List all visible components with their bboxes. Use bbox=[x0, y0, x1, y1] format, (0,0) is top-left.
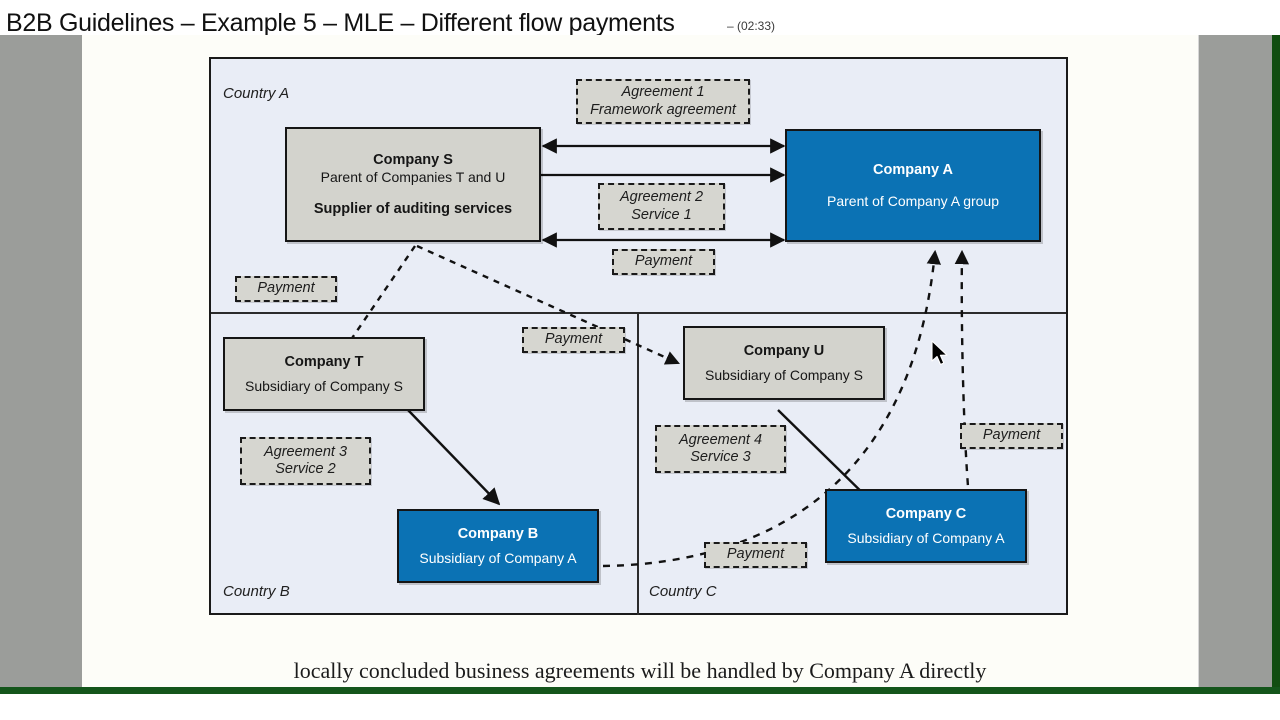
note-agreement-2: Agreement 2 Service 1 bbox=[598, 183, 725, 230]
box-company-c-subtitle: Subsidiary of Company A bbox=[847, 529, 1005, 546]
box-company-c[interactable]: Company C Subsidiary of Company A bbox=[825, 489, 1027, 563]
country-label-b: Country B bbox=[223, 583, 290, 600]
box-company-t-subtitle: Subsidiary of Company S bbox=[245, 377, 403, 394]
box-company-c-title: Company C bbox=[885, 505, 967, 522]
note-agreement-1-line1: Agreement 1 bbox=[621, 84, 705, 101]
box-company-a-title: Company A bbox=[872, 161, 954, 178]
right-green-edge bbox=[1272, 35, 1280, 687]
diagram-frame: Country A Country B Country C bbox=[209, 57, 1068, 615]
note-payment-right: Payment bbox=[960, 423, 1063, 449]
box-company-s-title: Company S bbox=[373, 151, 453, 168]
box-company-u-subtitle: Subsidiary of Company S bbox=[705, 366, 863, 383]
note-payment-mid: Payment bbox=[522, 327, 625, 353]
right-side-pane bbox=[1198, 35, 1273, 687]
box-company-b-subtitle: Subsidiary of Company A bbox=[419, 549, 577, 566]
note-agreement-1: Agreement 1 Framework agreement bbox=[576, 79, 750, 124]
note-payment-left: Payment bbox=[235, 276, 337, 302]
mouse-cursor-icon bbox=[930, 340, 950, 373]
box-company-u[interactable]: Company U Subsidiary of Company S bbox=[683, 326, 885, 400]
note-agreement-4-line2: Service 3 bbox=[690, 449, 751, 465]
box-company-t-title: Company T bbox=[284, 353, 364, 370]
arrow-payment-c-to-a bbox=[954, 249, 971, 500]
note-payment-bottom-line1: Payment bbox=[726, 546, 785, 563]
note-payment-mid-line1: Payment bbox=[544, 331, 603, 348]
note-payment-left-line1: Payment bbox=[257, 280, 315, 297]
note-agreement-4-line1: Agreement 4 bbox=[678, 431, 763, 448]
country-label-a: Country A bbox=[223, 85, 290, 102]
note-payment-top: Payment bbox=[612, 249, 715, 275]
slide-caption: locally concluded business agreements wi… bbox=[293, 658, 987, 683]
note-payment-top-line1: Payment bbox=[634, 253, 693, 270]
bottom-green-bar bbox=[0, 687, 1280, 694]
country-label-c: Country C bbox=[649, 583, 717, 600]
note-agreement-1-line2: Framework agreement bbox=[590, 101, 736, 118]
box-company-u-title: Company U bbox=[743, 342, 825, 359]
note-agreement-2-line1: Agreement 2 bbox=[619, 189, 704, 206]
note-payment-bottom: Payment bbox=[704, 542, 807, 568]
box-company-s[interactable]: Company S Parent of Companies T and U Su… bbox=[285, 127, 541, 242]
timestamp-label: – (02:33) bbox=[727, 19, 776, 33]
box-company-b[interactable]: Company B Subsidiary of Company A bbox=[397, 509, 599, 583]
note-payment-right-line1: Payment bbox=[982, 427, 1041, 444]
box-company-t[interactable]: Company T Subsidiary of Company S bbox=[223, 337, 425, 411]
box-company-s-subtitle: Parent of Companies T and U bbox=[320, 168, 506, 185]
left-side-pane bbox=[0, 35, 82, 687]
page-title: B2B Guidelines – Example 5 – MLE – Diffe… bbox=[6, 9, 675, 37]
note-agreement-3: Agreement 3 Service 2 bbox=[240, 437, 371, 485]
box-company-s-role: Supplier of auditing services bbox=[313, 201, 513, 218]
box-company-a-subtitle: Parent of Company A group bbox=[827, 192, 999, 209]
note-agreement-3-line2: Service 2 bbox=[275, 461, 336, 477]
arrow-service-t-to-b bbox=[407, 409, 501, 506]
note-agreement-4: Agreement 4 Service 3 bbox=[655, 425, 786, 473]
box-company-b-title: Company B bbox=[457, 525, 539, 542]
box-company-a[interactable]: Company A Parent of Company A group bbox=[785, 129, 1041, 242]
divider-vertical bbox=[637, 312, 639, 615]
note-agreement-3-line1: Agreement 3 bbox=[263, 443, 348, 460]
note-agreement-2-line2: Service 1 bbox=[631, 206, 692, 223]
